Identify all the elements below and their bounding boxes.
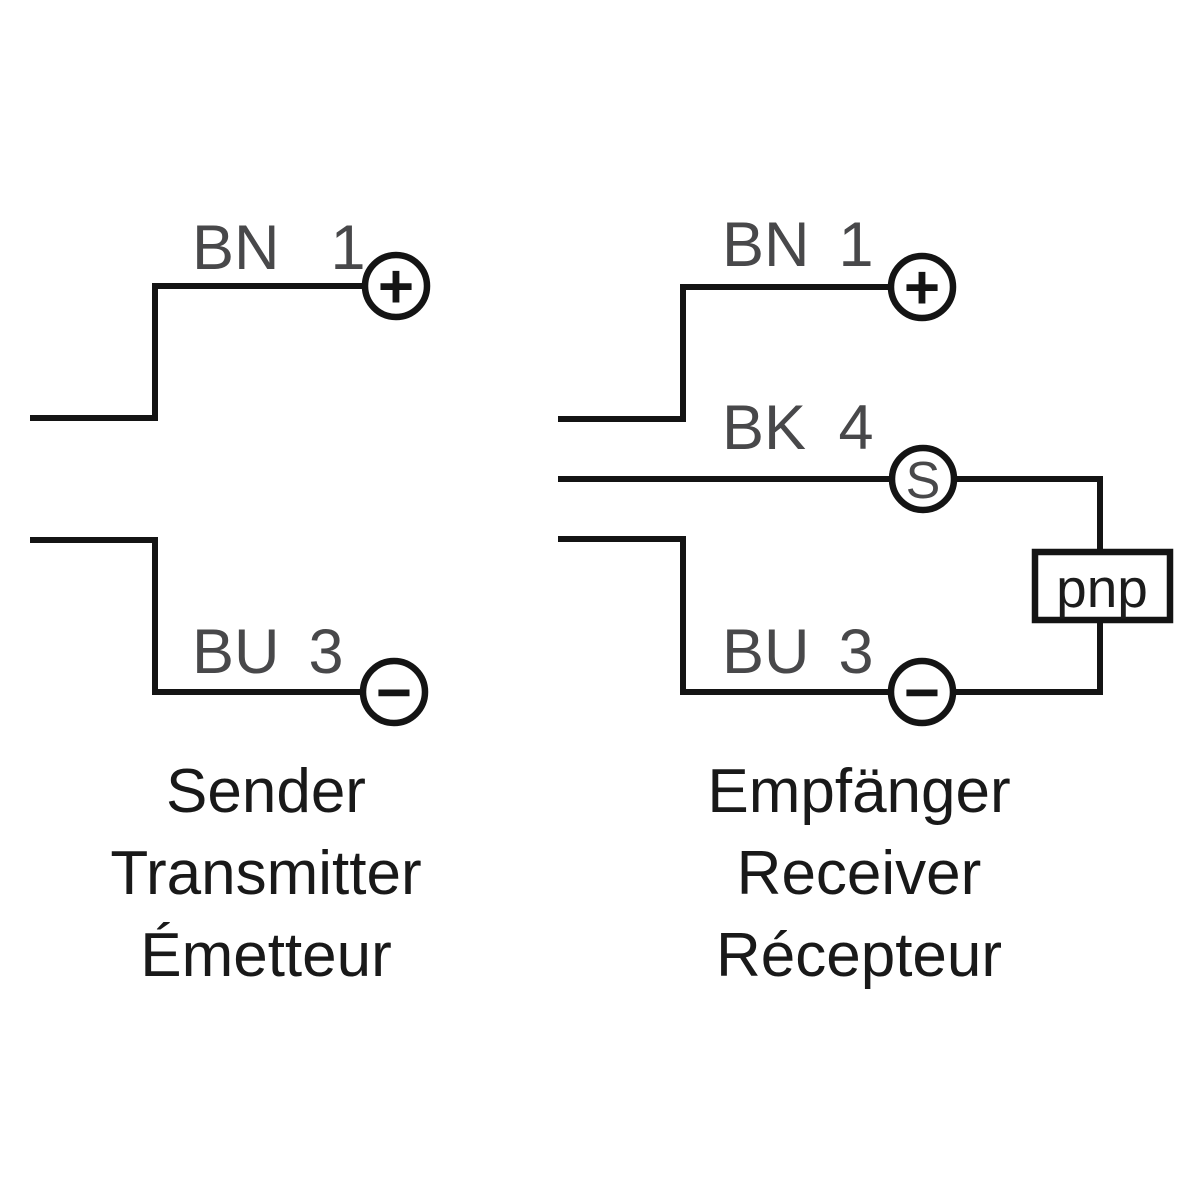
receiver-bn-color-label: BN [722, 210, 810, 280]
pnp-output-label: pnp [1056, 557, 1148, 619]
sender-bn-color-label: BN [192, 213, 280, 283]
sender-title-de: Sender [166, 757, 366, 826]
receiver-minus-to-pnp-wire [953, 622, 1103, 695]
receiver-minus-terminal-icon [887, 657, 957, 727]
sender-bu-pin-label: 3 [308, 617, 343, 687]
receiver-plus-terminal-icon [887, 252, 957, 322]
receiver-signal-symbol: S [906, 452, 941, 510]
sender-minus-terminal-icon [359, 657, 429, 727]
sender-plus-terminal-icon [361, 251, 431, 321]
receiver-bu-wire [558, 536, 891, 695]
sender-title-fr: Émetteur [140, 921, 392, 990]
sender-bu-color-label: BU [192, 617, 280, 687]
sender-bn-pin-label: 1 [330, 213, 365, 283]
pnp-output-box [1031, 548, 1174, 624]
receiver-minus-symbol: − [904, 659, 940, 728]
sender-plus-symbol: + [378, 253, 414, 322]
receiver-bu-pin-label: 3 [838, 617, 873, 687]
receiver-bn-pin-label: 1 [838, 210, 873, 280]
sender-bu-wire [30, 537, 363, 695]
sender-minus-symbol: − [376, 659, 412, 728]
receiver-bn-wire [558, 284, 891, 422]
receiver-bk-pin-label: 4 [838, 393, 873, 463]
receiver-plus-symbol: + [904, 254, 940, 323]
receiver-signal-terminal-icon [888, 444, 958, 514]
receiver-bk-to-pnp-wire [954, 476, 1103, 550]
receiver-circuit: + S − pnp BN 1 BK 4 BU 3 Empfänger Recei… [558, 210, 1174, 990]
sender-circuit: + − BN 1 BU 3 Sender Transmitter Émetteu… [30, 213, 431, 990]
receiver-bu-color-label: BU [722, 617, 810, 687]
sender-bn-wire [30, 283, 365, 421]
receiver-bk-color-label: BK [722, 393, 806, 463]
sender-title-en: Transmitter [110, 839, 421, 908]
receiver-title-de: Empfänger [707, 757, 1010, 826]
receiver-title-fr: Récepteur [716, 921, 1002, 990]
receiver-title-en: Receiver [737, 839, 982, 908]
